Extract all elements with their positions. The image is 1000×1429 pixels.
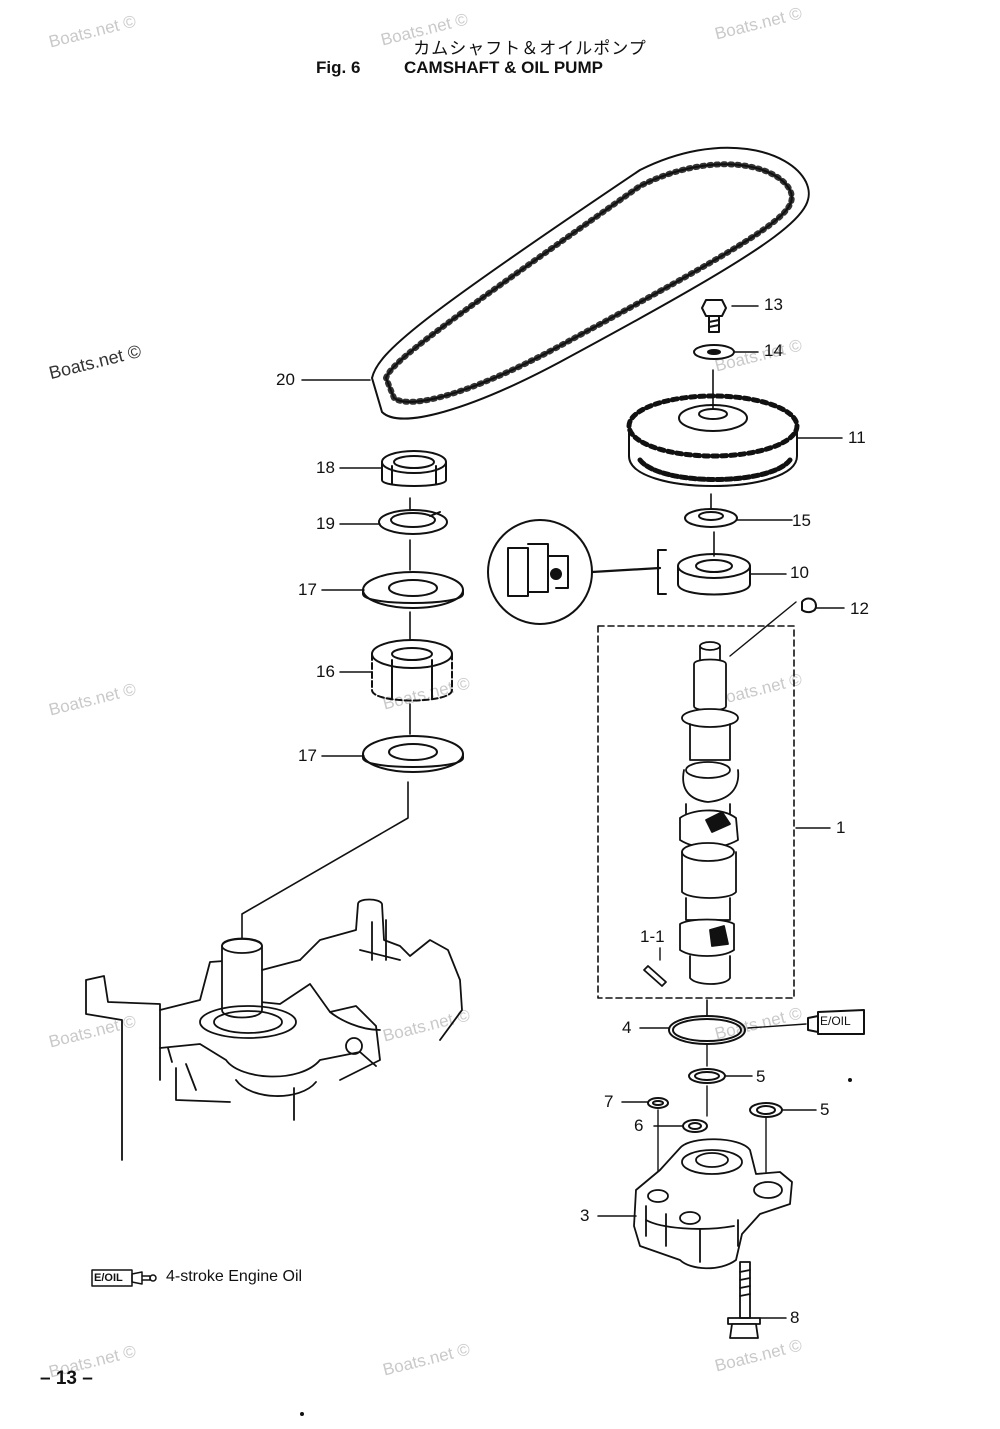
page-title: CAMSHAFT & OIL PUMP (404, 58, 603, 77)
callout-11: 11 (848, 428, 866, 447)
crankshaft-sprocket (371, 639, 453, 702)
callout-12: 12 (850, 599, 869, 618)
callout-16: 16 (316, 662, 335, 681)
o-ring (668, 999, 746, 1045)
camshaft-sprocket (626, 369, 800, 487)
callout-4: 4 (622, 1018, 632, 1037)
o-ring (682, 1119, 708, 1133)
callout-7: 7 (604, 1092, 614, 1111)
bearing-detail-view (487, 519, 667, 625)
legend-badge-label: E/OIL (94, 1272, 123, 1284)
engine-oil-tube-icon (747, 1009, 865, 1035)
callout-8: 8 (790, 1308, 800, 1327)
o-ring-small (647, 1097, 669, 1109)
callout-6: 6 (634, 1116, 644, 1135)
engine-oil-tube-label: E/OIL (820, 1014, 851, 1028)
callout-20: 20 (276, 370, 295, 389)
key (801, 597, 817, 614)
callout-13: 13 (764, 295, 783, 314)
callout-1-1: 1-1 (640, 927, 665, 946)
callout-5: 5 (756, 1067, 766, 1086)
washer (693, 344, 735, 360)
leader-lines (301, 305, 845, 1319)
camshaft-assembly-box (597, 625, 795, 999)
pulley-plate-upper (362, 571, 464, 609)
bolt-long (727, 1261, 761, 1339)
page-number: – 13 – (40, 1368, 93, 1389)
callout-3: 3 (580, 1206, 590, 1225)
o-ring (749, 1102, 783, 1118)
legend-text: 4-stroke Engine Oil (166, 1268, 303, 1285)
spacer-washer (684, 493, 738, 528)
callout-18: 18 (316, 458, 335, 477)
callout-1: 1 (836, 818, 846, 837)
callout-19: 19 (316, 514, 335, 533)
o-ring (688, 1068, 726, 1084)
lock-washer (378, 509, 448, 535)
pulley-plate-lower (362, 735, 464, 773)
callout-17: 17 (298, 580, 317, 599)
camshaft (643, 641, 740, 987)
callout-5-right: 5 (820, 1100, 830, 1119)
page-title-japanese: カムシャフト＆オイルポンプ (413, 39, 647, 59)
callout-15: 15 (792, 511, 811, 530)
callout-10: 10 (790, 563, 809, 582)
figure-number: Fig. 6 (316, 58, 361, 77)
bolt-small (701, 299, 727, 333)
crankcase (85, 898, 463, 1161)
ball-bearing (677, 531, 751, 596)
callout-14: 14 (764, 341, 783, 360)
callout-17-lower: 17 (298, 746, 317, 765)
lock-nut (381, 450, 447, 487)
timing-belt (371, 146, 810, 420)
engine-oil-legend-icon (91, 1269, 157, 1287)
oil-pump (633, 1138, 793, 1270)
